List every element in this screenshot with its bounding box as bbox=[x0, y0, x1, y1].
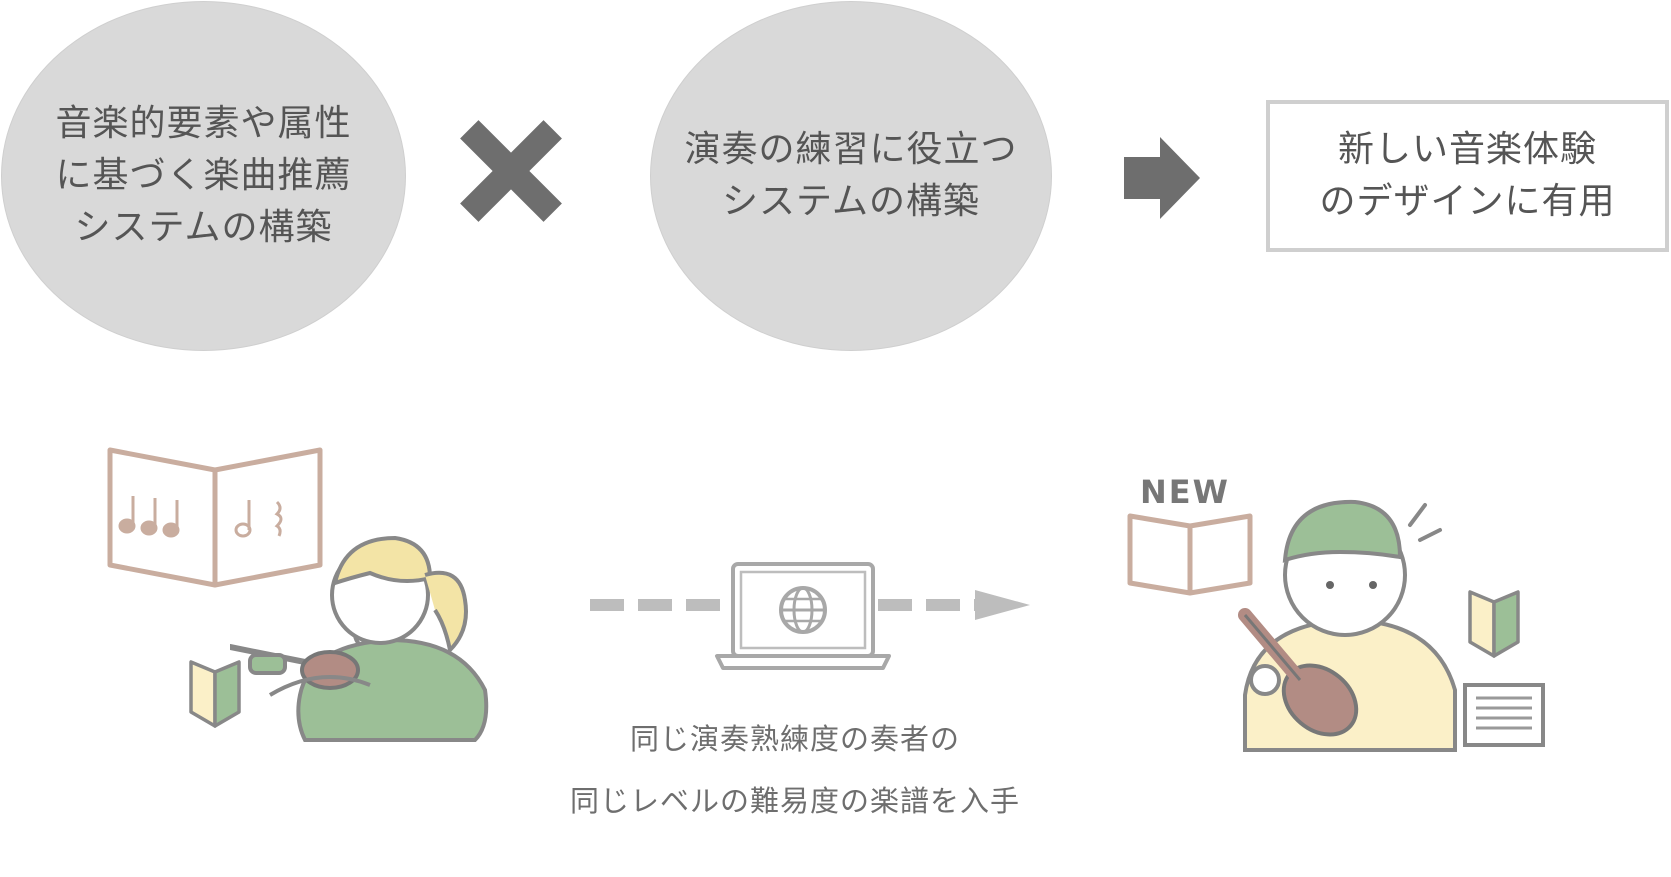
result-line-2: のデザインに有用 bbox=[1319, 181, 1616, 222]
concept-a-line-1: 音楽的要素や属性 bbox=[55, 103, 352, 144]
right-arrow-icon bbox=[1124, 137, 1200, 219]
result-text: 新しい音楽体験 のデザインに有用 bbox=[1319, 124, 1615, 228]
concept-b-line-2: システムの構築 bbox=[722, 181, 980, 222]
concept-text-recommendation: 音楽的要素や属性 に基づく楽曲推薦 システムの構築 bbox=[55, 98, 351, 254]
result-box: 新しい音楽体験 のデザインに有用 bbox=[1266, 100, 1669, 252]
concept-a-line-3: システムの構築 bbox=[74, 207, 333, 248]
concept-ellipse-practice: 演奏の練習に役立つ システムの構築 bbox=[650, 1, 1052, 351]
violin-player-illustration bbox=[230, 535, 489, 742]
guitar-player-illustration bbox=[1238, 499, 1457, 752]
new-label: NEW bbox=[1140, 473, 1230, 511]
caption-line-1: 同じ演奏熟練度の奏者の bbox=[629, 722, 960, 756]
concept-a-line-2: に基づく楽曲推薦 bbox=[55, 155, 352, 196]
beginner-mark-icon-right bbox=[1468, 590, 1520, 658]
score-sheet-icon bbox=[1463, 683, 1545, 747]
new-book-illustration bbox=[1127, 513, 1253, 596]
concept-ellipse-recommendation: 音楽的要素や属性 に基づく楽曲推薦 システムの構築 bbox=[1, 1, 406, 351]
beginner-mark-icon bbox=[189, 660, 241, 728]
multiply-icon bbox=[460, 120, 562, 222]
sheet-music-book-illustration bbox=[107, 447, 323, 588]
caption: 同じ演奏熟練度の奏者の 同じレベルの難易度の楽譜を入手 bbox=[530, 708, 1060, 832]
caption-line-2: 同じレベルの難易度の楽譜を入手 bbox=[569, 784, 1020, 818]
laptop-globe-icon bbox=[715, 562, 891, 670]
concept-text-practice: 演奏の練習に役立つ システムの構築 bbox=[684, 124, 1017, 228]
concept-b-line-1: 演奏の練習に役立つ bbox=[684, 129, 1018, 170]
result-line-1: 新しい音楽体験 bbox=[1337, 129, 1597, 170]
